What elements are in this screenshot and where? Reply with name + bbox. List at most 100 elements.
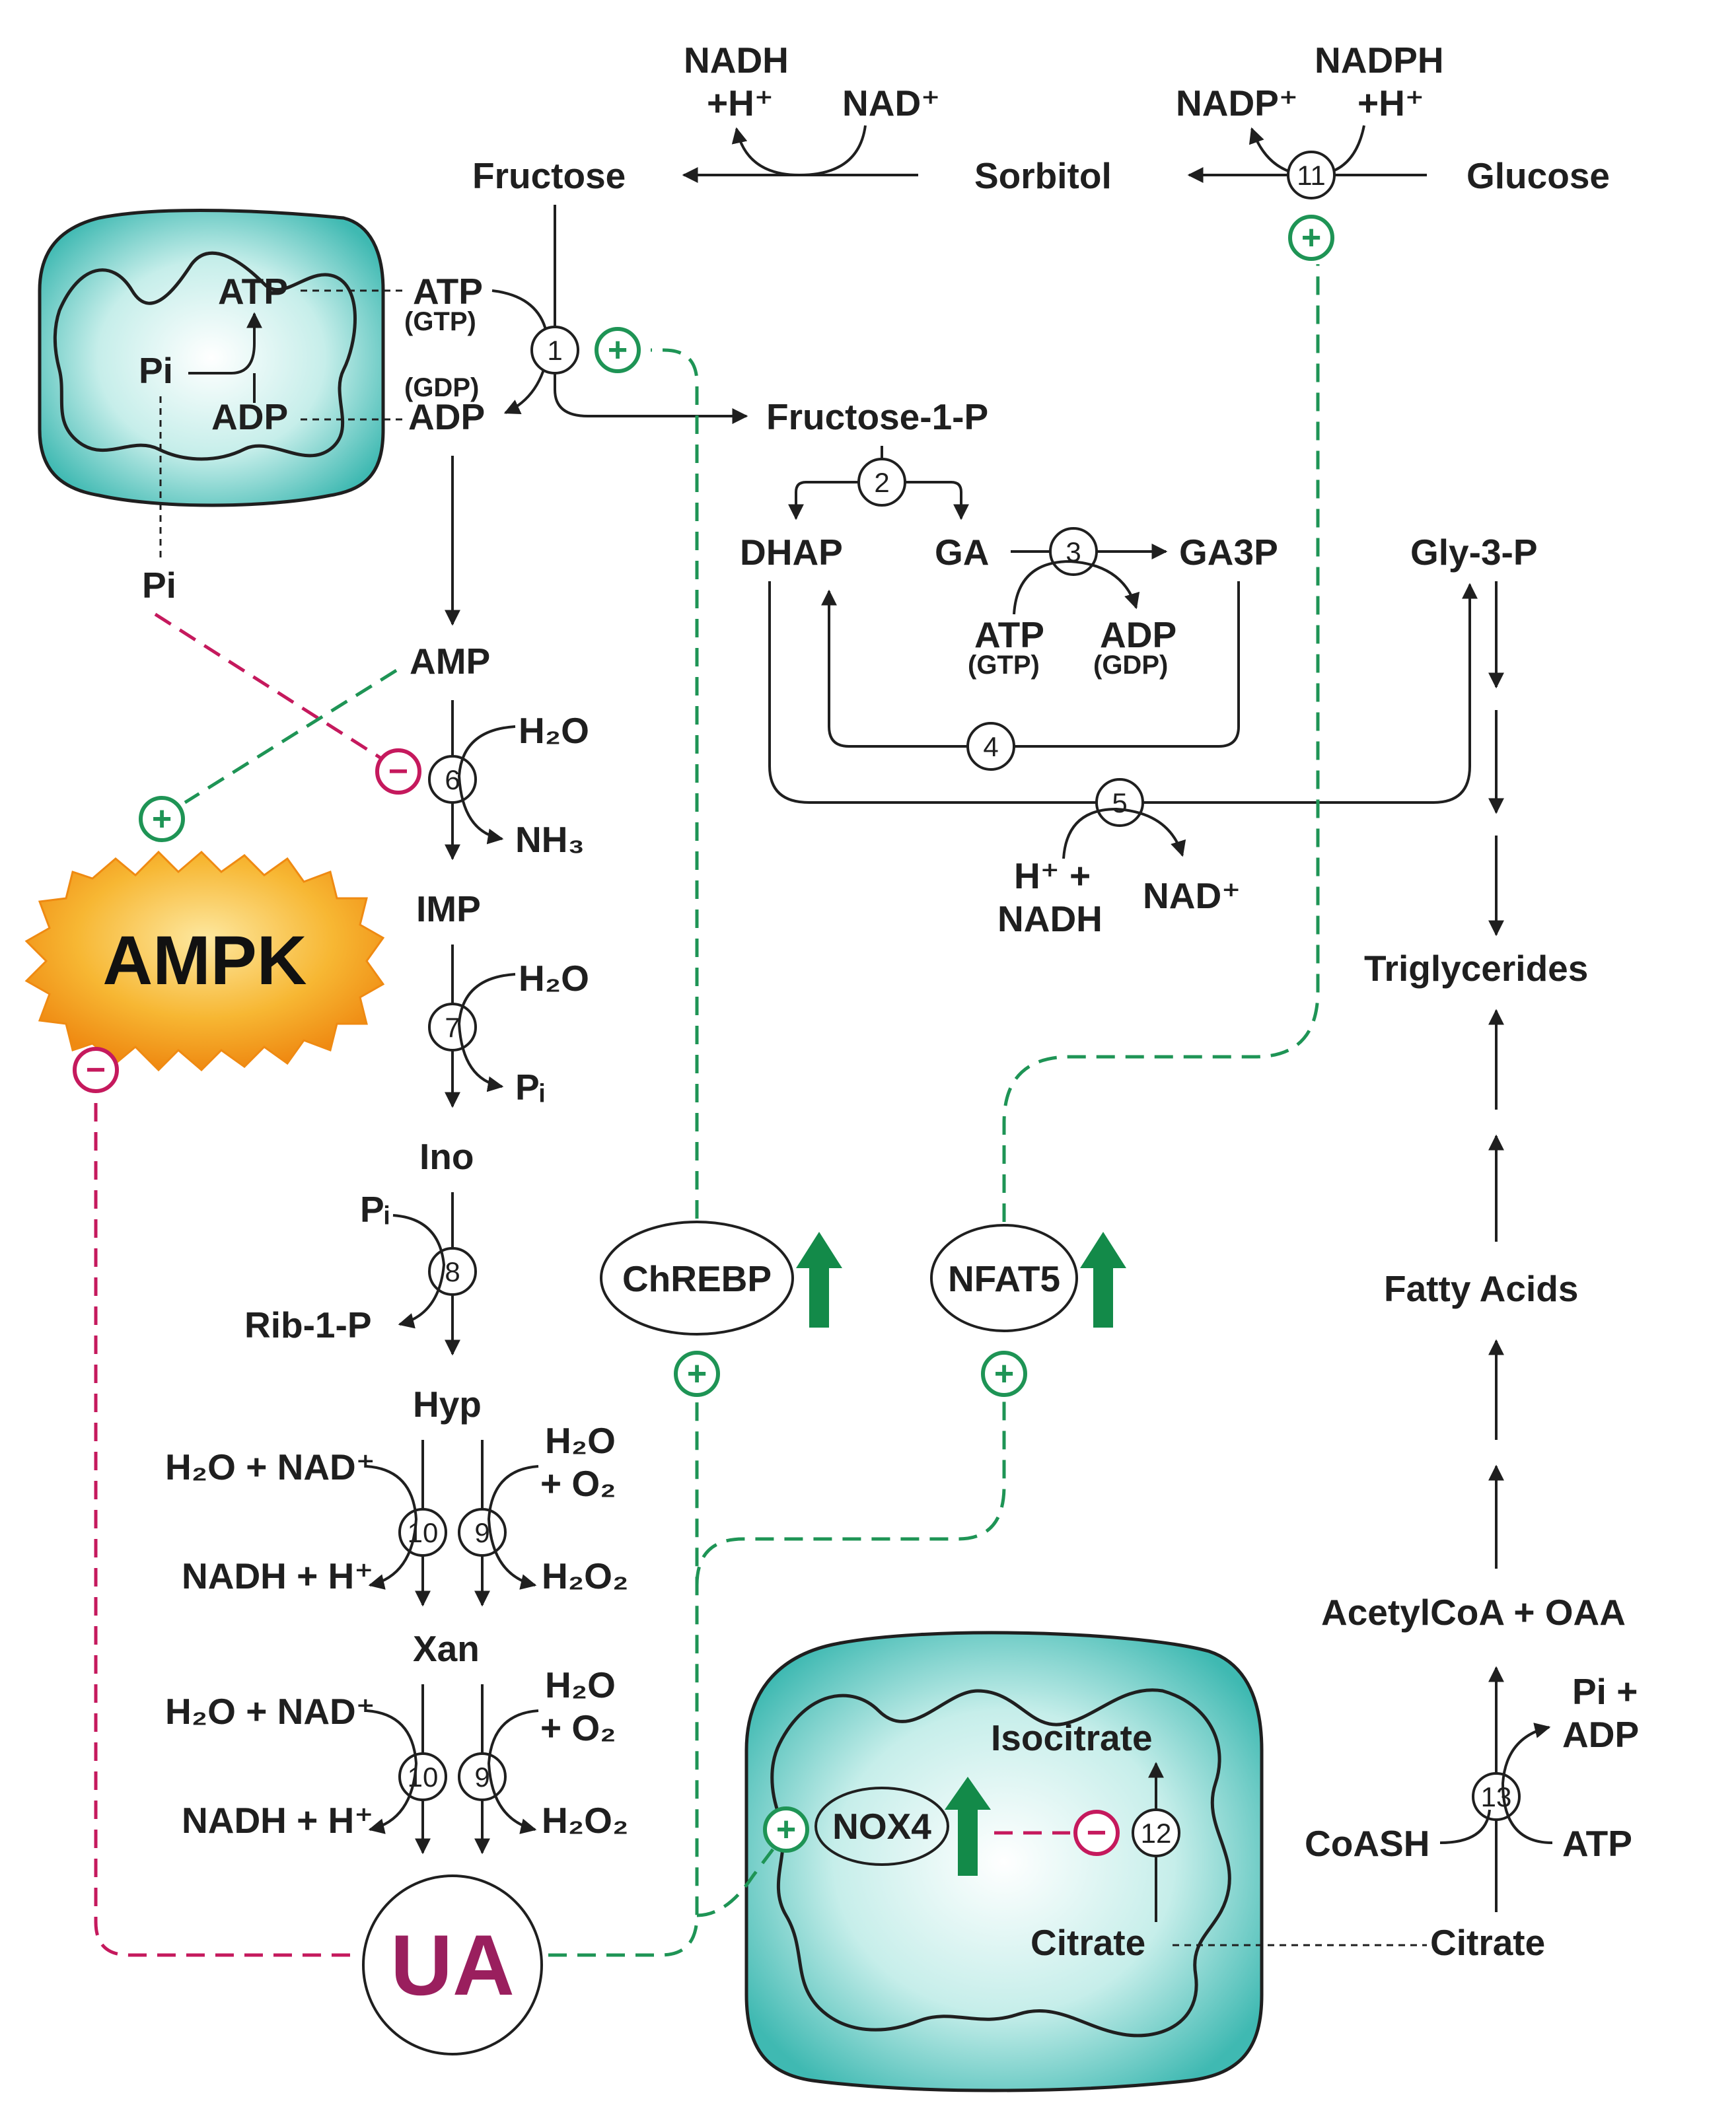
atp-1: ATP [413, 271, 483, 312]
pi-to-atp-arrow [188, 312, 262, 375]
nad-plus-top: NAD⁺ [842, 83, 940, 124]
nad-to-nadh-step10b-curve [366, 1709, 418, 1834]
nox4-ellipse [814, 1787, 949, 1866]
h2o-to-nh3-step6-curve [457, 725, 516, 845]
ga: GA [935, 532, 990, 573]
hyp: Hyp [413, 1384, 482, 1425]
step-9a-label: 9 [474, 1517, 489, 1548]
svg-text:−: − [1087, 1814, 1106, 1852]
pi-free: Pi [142, 565, 176, 606]
step-3-label: 3 [1066, 536, 1081, 567]
glucose: Glucose [1466, 155, 1610, 196]
gdp-3: (GDP) [1093, 651, 1168, 680]
acetylcoa-oaa: AcetylCoA + OAA [1321, 1592, 1626, 1633]
h2o2-2: H₂O₂ [542, 1800, 628, 1841]
gly-3-p: Gly-3-P [1410, 532, 1538, 573]
svg-text:+: + [1301, 219, 1321, 257]
nad-5: NAD⁺ [1143, 875, 1241, 916]
step-11-node [1287, 151, 1336, 199]
pi-to-rib1p-step8-curve [392, 1214, 446, 1329]
triglycerides: Triglycerides [1364, 948, 1588, 989]
h2o-7: H₂O [519, 958, 589, 999]
atp-3: ATP [974, 614, 1044, 655]
atp-mito: ATP [218, 271, 288, 312]
atp-to-adp-step3-curve [1013, 559, 1140, 615]
nfat5-label: NFAT5 [948, 1258, 1060, 1299]
step-6-label: 6 [445, 764, 460, 795]
ua-activates-nox4-line [696, 1848, 774, 1917]
minus-badge-ampk: − [73, 1047, 119, 1093]
minus-badge-step12: − [1073, 1810, 1120, 1856]
mitochondrion-bottom: Isocitrate Citrate 12 NOX4 [744, 1631, 1264, 2092]
nox4-label: NOX4 [832, 1806, 931, 1847]
nadp-plus-top: NADP⁺ [1176, 83, 1298, 124]
dhap-to-gly3p-arrow [768, 581, 1478, 804]
atp-to-pi-adp-curve [1501, 1723, 1553, 1844]
h2o-o2-to-h2o2-step9b-curve [487, 1709, 539, 1834]
pi-mito: Pi [139, 350, 173, 391]
mitochondrion-bottom-cristae [770, 1688, 1231, 2038]
step-4-node [966, 722, 1015, 771]
chrebp-label: ChREBP [622, 1258, 772, 1299]
nfat5-ellipse [930, 1224, 1078, 1332]
nadph-top: NADPH [1315, 40, 1444, 81]
rib-1-p: Rib-1-P [244, 1304, 372, 1345]
svg-text:+: + [776, 1810, 796, 1849]
mitochondrion-top-cristae [53, 251, 357, 461]
step-2-label: 2 [874, 467, 889, 498]
svg-text:+: + [687, 1355, 707, 1393]
step-4-label: 4 [983, 731, 998, 762]
adp-1: ADP [408, 396, 485, 437]
h2o-9b: H₂O [545, 1664, 616, 1705]
pi-8: Pᵢ [360, 1189, 389, 1230]
h2o-o2-to-h2o2-step9a-curve [487, 1465, 539, 1590]
chrebp-ellipse [600, 1221, 794, 1336]
svg-text:+: + [152, 800, 172, 838]
atp-13: ATP [1562, 1823, 1632, 1864]
step-13-node [1472, 1772, 1521, 1821]
step-12-label: 12 [1141, 1818, 1172, 1849]
h2o2-1: H₂O₂ [542, 1555, 628, 1596]
nadh-top: NADH [684, 40, 789, 81]
step-5-label: 5 [1112, 787, 1127, 818]
step-8-label: 8 [445, 1256, 460, 1287]
citrate-cyto: Citrate [1430, 1922, 1545, 1963]
imp: IMP [416, 888, 481, 929]
ampk-inhibits-ua-line [94, 1103, 357, 1957]
h2o-nad-2: H₂O + NAD⁺ [165, 1691, 375, 1732]
gdp-1: (GDP) [404, 373, 479, 402]
h2o-6: H₂O [519, 710, 589, 751]
ga3p: GA3P [1179, 532, 1278, 573]
h2o-9a: H₂O [545, 1420, 616, 1461]
step-6-node [428, 755, 477, 804]
h2o-to-pi-step7-curve [457, 973, 516, 1092]
ua-label: UA [390, 1917, 515, 2013]
citrate-mito: Citrate [1031, 1922, 1145, 1963]
ua-activates-nfat5-line [695, 1400, 1006, 1586]
step-11-label: 11 [1297, 160, 1326, 191]
amp: AMP [410, 641, 490, 682]
mitochondrion-bottom-outer [744, 1631, 1264, 2092]
ua-circle [362, 1874, 543, 2055]
step-9b-label: 9 [474, 1762, 489, 1793]
nad-to-nadh-curve [731, 125, 867, 177]
nfat5-up-arrow [1080, 1232, 1126, 1328]
h-plus-top2: +H⁺ [1357, 83, 1424, 124]
plus-badge-chrebp: + [674, 1351, 720, 1397]
ga3p-to-dhap-arrow [821, 581, 1240, 748]
step-12-node [1132, 1808, 1180, 1857]
amp-activates-ampk-line [184, 668, 398, 804]
o2-9a: + O₂ [540, 1463, 616, 1504]
gtp-3: (GTP) [968, 651, 1040, 680]
svg-text:−: − [388, 752, 408, 791]
xan: Xan [413, 1628, 480, 1669]
adp-mito: ADP [211, 396, 288, 437]
plus-badge-step1: + [595, 327, 641, 373]
svg-text:+: + [994, 1355, 1014, 1393]
adp-3: ADP [1100, 614, 1176, 655]
fructose-to-fructose-1-p-arrow [554, 373, 748, 424]
step2-to-ga-arrow [905, 481, 969, 520]
h-plus-top: +H⁺ [707, 83, 774, 124]
ampk-starburst [24, 850, 385, 1072]
sorbitol: Sorbitol [974, 155, 1112, 196]
